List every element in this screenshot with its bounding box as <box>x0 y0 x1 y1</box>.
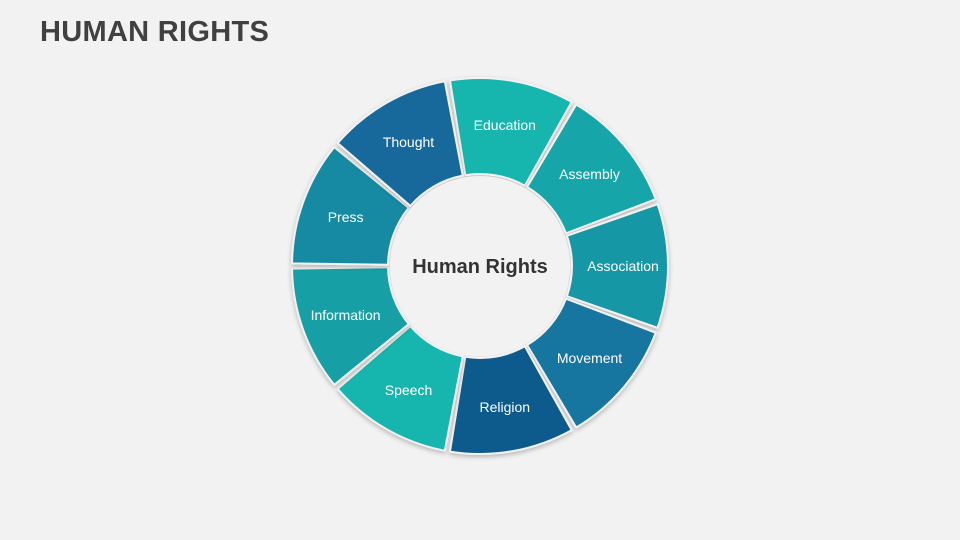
wheel-segment: Education <box>448 77 573 187</box>
wheel-segment-shape <box>448 77 573 187</box>
wheel-segment-shape <box>526 103 657 235</box>
wheel-segment-label: Press <box>328 209 364 225</box>
wheel-segment-shape <box>448 345 573 455</box>
wheel-segment-label: Thought <box>383 134 434 150</box>
wheel-segment-shape <box>291 266 410 386</box>
wheel-segment: Association <box>565 203 669 329</box>
wheel-segment-label: Assembly <box>559 166 620 182</box>
wheel-segment: Information <box>291 266 410 386</box>
wheel-segment-label: Movement <box>557 350 622 366</box>
wheel-segment-shape <box>526 297 657 429</box>
wheel-segments: EducationAssemblyAssociationMovementReli… <box>291 77 669 455</box>
wheel-segment: Thought <box>336 80 464 207</box>
center-disc <box>390 176 570 356</box>
wheel-segment-label: Association <box>587 258 659 274</box>
wheel-segment-label: Information <box>311 307 381 323</box>
center-label: Human Rights <box>412 256 548 278</box>
page-title: HUMAN RIGHTS <box>40 16 270 48</box>
wheel-segment: Speech <box>336 325 464 452</box>
wheel-segment-shape <box>291 146 410 266</box>
wheel-segment-label: Speech <box>385 382 432 398</box>
wheel-segment: Press <box>291 146 410 266</box>
wheel-segment-shape <box>336 325 464 452</box>
wheel-segment-shape <box>336 80 464 207</box>
wheel-segment: Movement <box>526 297 657 429</box>
wheel-segment-label: Religion <box>480 399 531 415</box>
wheel-segment: Religion <box>448 345 573 455</box>
wheel-segment-label: Education <box>474 117 536 133</box>
wheel-segment: Assembly <box>526 103 657 235</box>
wheel-segment-shape <box>565 203 669 329</box>
wheel-center: Human Rights <box>390 176 570 356</box>
